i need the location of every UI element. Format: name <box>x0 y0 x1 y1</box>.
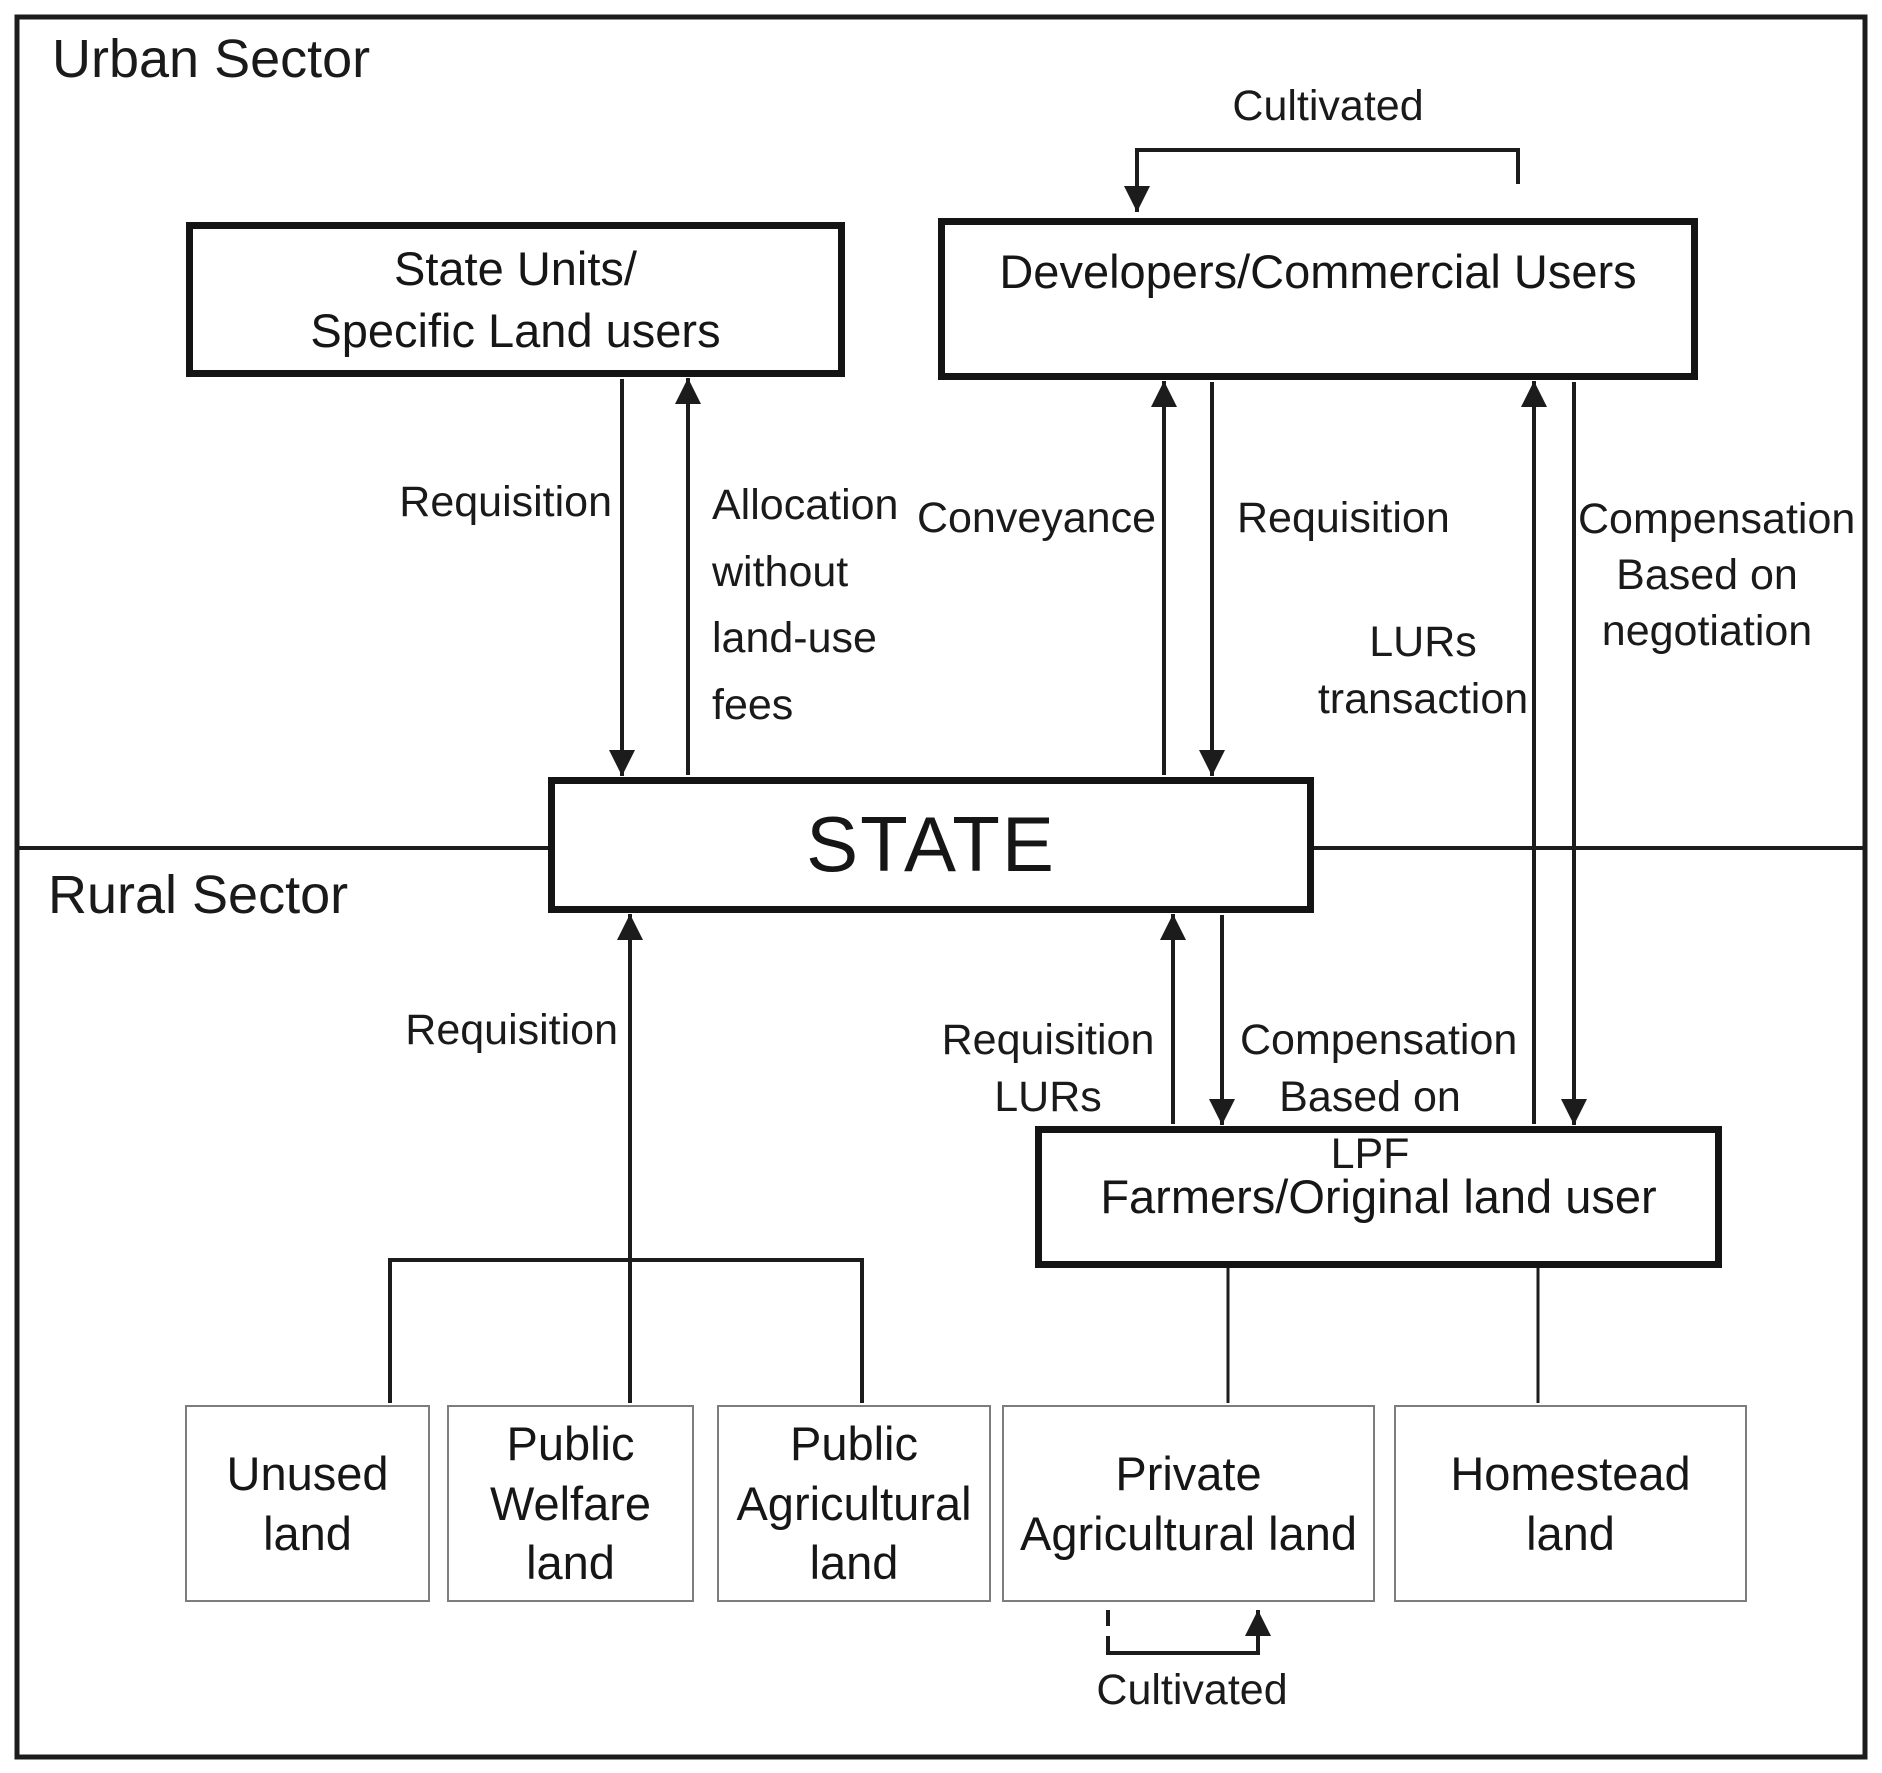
label-cultivated-top: Cultivated <box>1232 82 1424 130</box>
outer-frame <box>14 14 1868 1760</box>
label-requisition-rural-left: Requisition <box>405 1006 618 1054</box>
label-lurs-transaction: LURs transaction <box>1317 618 1529 723</box>
box-unused-land: Unused land <box>185 1405 430 1602</box>
box-public-agricultural-land: Public Agricultural land <box>717 1405 991 1602</box>
label-requisition-urban-middle: Requisition <box>1237 494 1450 542</box>
box-farmers-original-land-user: Farmers/Original land user <box>1035 1126 1722 1268</box>
label-cultivated-bottom: Cultivated <box>1096 1666 1288 1714</box>
urban-sector-label: Urban Sector <box>52 29 371 89</box>
connector-land-boxes <box>388 1258 864 1403</box>
label-requisition-urban-left: Requisition <box>399 478 612 526</box>
cultivated-loop-top <box>1124 148 1520 212</box>
label-allocation-without-land-use-fees: Allocation without land-use fees <box>712 481 899 729</box>
box-homestead-land: Homestead land <box>1394 1405 1747 1602</box>
label-conveyance: Conveyance <box>916 494 1156 542</box>
box-state-units: State Units/ Specific Land users <box>186 222 845 377</box>
cultivated-loop-bottom <box>1106 1610 1271 1655</box>
label-compensation-based-on-lpf: Compensation Based on LPF <box>1240 1016 1518 1178</box>
box-private-agricultural-land: Private Agricultural land <box>1002 1405 1375 1602</box>
rural-sector-label: Rural Sector <box>48 865 349 925</box>
label-compensation-based-on-negotiation: Compensation Based on negotiation <box>1578 495 1856 655</box>
box-developers-commercial-users: Developers/Commercial Users <box>938 218 1698 380</box>
box-public-welfare-land: Public Welfare land <box>447 1405 694 1602</box>
box-state: STATE <box>548 777 1314 913</box>
label-requisition-lurs: Requisition LURs <box>941 1016 1155 1121</box>
